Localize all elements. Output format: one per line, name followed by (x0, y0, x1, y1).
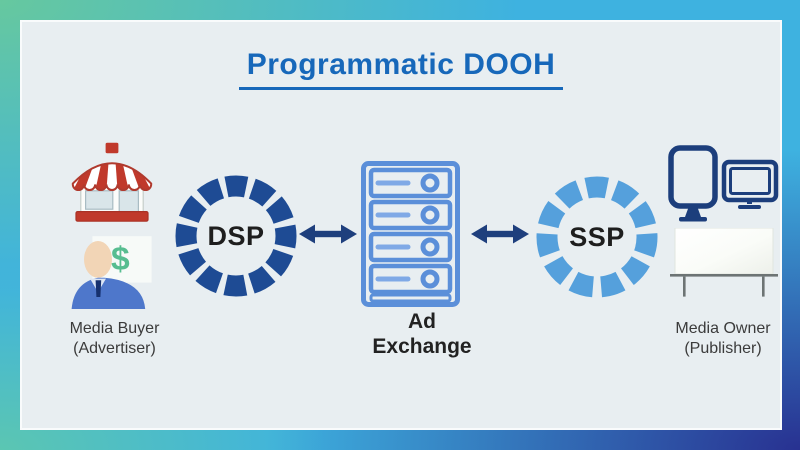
media-owner-line1: Media Owner (675, 320, 771, 337)
arrow-adexchange-ssp-icon (471, 224, 529, 244)
advertiser-person-icon: $ (71, 236, 152, 309)
person-suit (71, 277, 146, 309)
media-buyer-label: Media Buyer (Advertiser) (32, 319, 197, 358)
person-tie (95, 280, 102, 297)
ssp-label: SSP (569, 221, 625, 252)
person-head (84, 241, 112, 278)
page-title: Programmatic DOOH (238, 48, 564, 90)
ssp-ring-icon (536, 176, 658, 298)
ad-exchange-line1: Ad (408, 310, 436, 333)
media-owner-label: Media Owner (Publisher) (639, 319, 800, 358)
ad-exchange-line2: Exchange (372, 334, 472, 358)
media-owner-line2: (Publisher) (684, 339, 762, 357)
ssp-node: SSP (536, 176, 658, 298)
desktop-monitor-icon (721, 159, 779, 209)
totem-display-icon (668, 145, 718, 209)
store-window (85, 190, 114, 210)
ad-exchange-label: Ad Exchange (352, 310, 492, 360)
media-buyer-line1: Media Buyer (69, 320, 160, 337)
ad-exchange-server-icon (361, 161, 460, 307)
store-door (118, 190, 139, 214)
digital-signage-icon (668, 145, 779, 222)
dollar-sign: $ (111, 241, 130, 278)
dsp-node: DSP (175, 175, 297, 297)
title-bar: Programmatic DOOH (22, 48, 780, 90)
diagram-card: Programmatic DOOH (20, 20, 782, 430)
media-buyer-line2: (Advertiser) (73, 339, 156, 357)
arrow-dsp-adexchange-icon (299, 224, 357, 244)
dsp-ring-icon (175, 175, 297, 297)
dsp-label: DSP (207, 220, 265, 251)
store-icon (71, 142, 153, 222)
billboard-icon (670, 228, 778, 297)
